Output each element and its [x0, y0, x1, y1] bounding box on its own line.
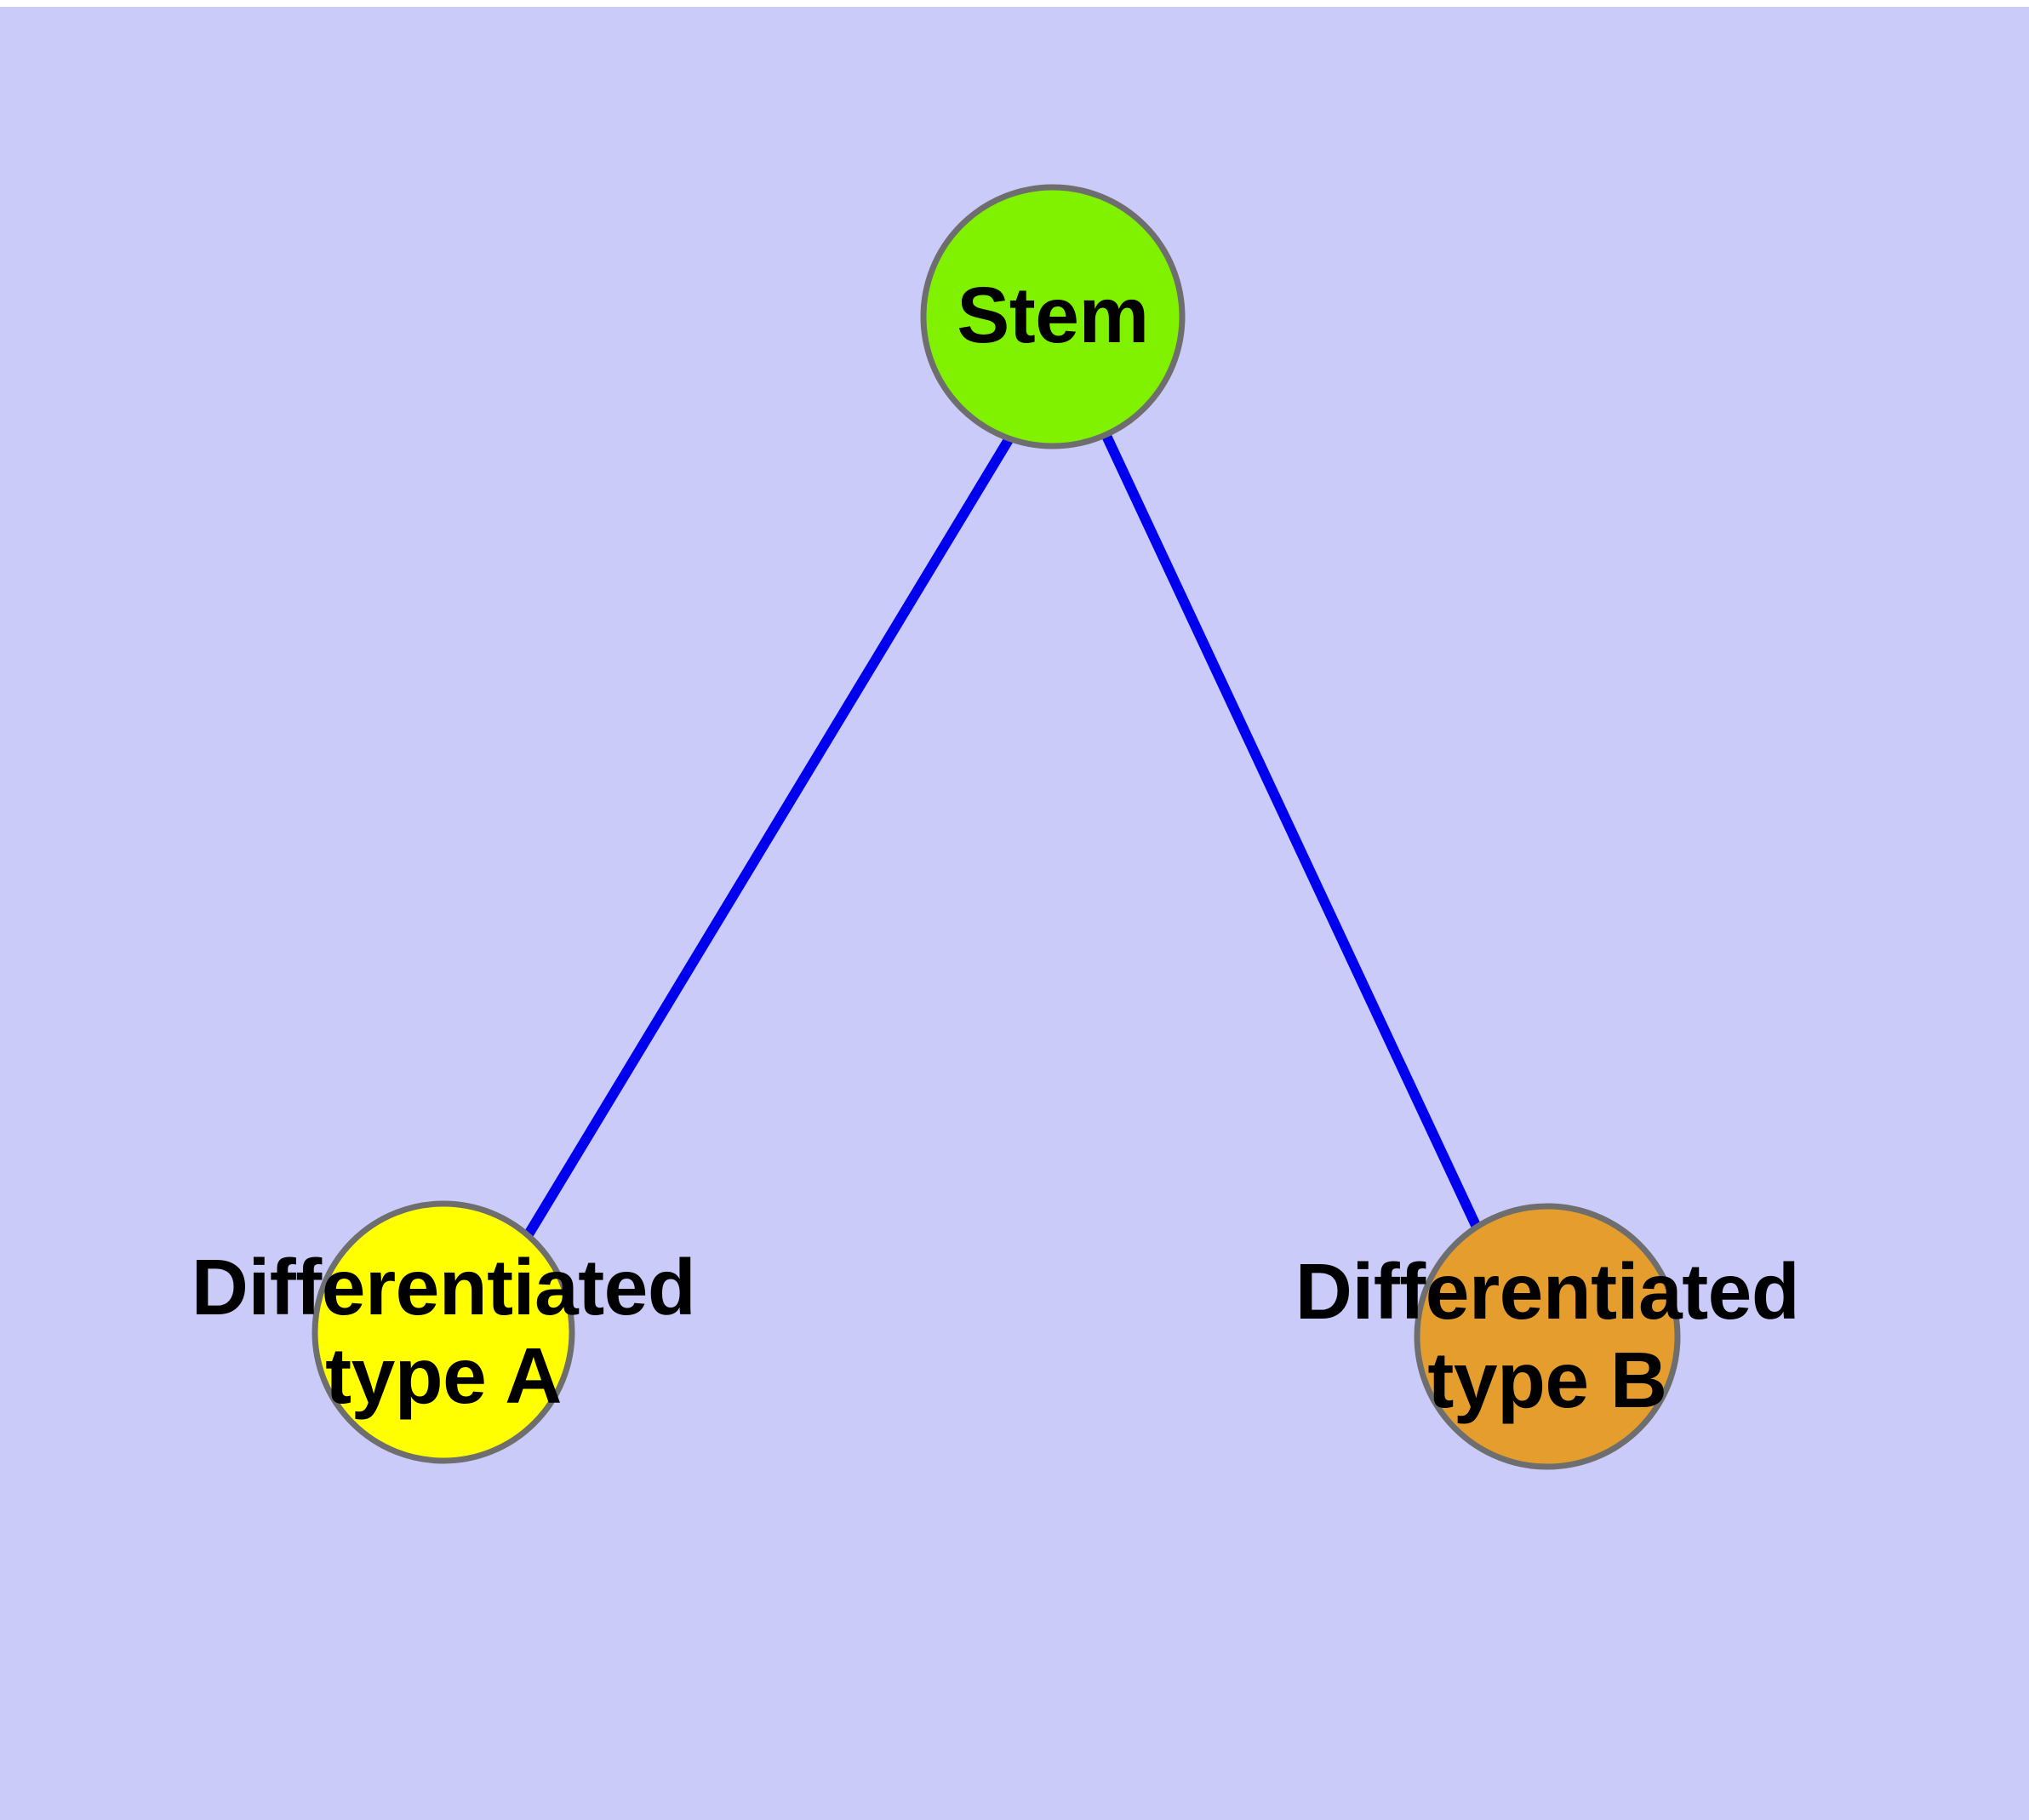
edge-stem-to-diff-a[interactable] — [521, 431, 1017, 1242]
node-diff-b-circle[interactable] — [1414, 1203, 1681, 1470]
node-stem-circle[interactable] — [920, 184, 1186, 449]
node-layer — [311, 184, 1681, 1470]
edge-stem-to-diff-b[interactable] — [1101, 433, 1484, 1235]
edge-layer — [521, 431, 1484, 1242]
node-diff-a-circle[interactable] — [311, 1200, 575, 1464]
